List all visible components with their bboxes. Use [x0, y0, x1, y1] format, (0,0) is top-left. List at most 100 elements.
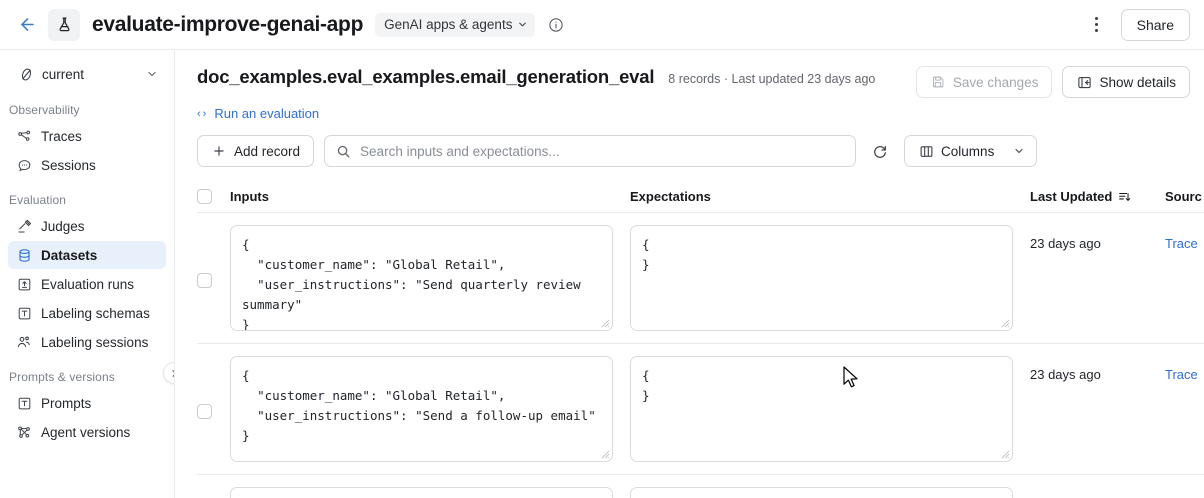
labeling-schemas-icon: [16, 305, 32, 321]
main-content: doc_examples.eval_examples.email_generat…: [175, 50, 1204, 498]
row-last-updated-cell: 23 days ago: [1030, 356, 1165, 382]
agent-versions-icon: [16, 424, 32, 440]
show-details-label: Show details: [1099, 75, 1176, 90]
sidebar-item-label: Traces: [41, 129, 82, 144]
sidebar-item-labeling-sessions[interactable]: Labeling sessions: [8, 328, 166, 356]
database-icon: [16, 247, 32, 263]
more-vertical-icon-dot: [1095, 23, 1098, 26]
arrow-left-icon: [18, 15, 37, 34]
column-header-inputs[interactable]: Inputs: [230, 189, 630, 204]
expectations-textarea[interactable]: { }: [630, 356, 1013, 462]
row-source-cell: Trace: [1165, 225, 1204, 251]
sidebar-item-label: Datasets: [41, 248, 97, 263]
select-all-checkbox[interactable]: [197, 189, 212, 204]
refresh-button[interactable]: [866, 137, 894, 165]
gavel-icon: [16, 218, 32, 234]
source-trace-link[interactable]: Trace: [1165, 225, 1204, 251]
column-header-last-updated[interactable]: Last Updated: [1030, 189, 1165, 204]
table-toolbar: Add record Columns: [175, 121, 1204, 167]
sidebar-item-judges[interactable]: Judges: [8, 212, 166, 240]
run-an-evaluation-link[interactable]: ‹› Run an evaluation: [197, 106, 319, 121]
inputs-textarea[interactable]: { "customer_name": "Global Retail", "use…: [230, 356, 613, 462]
resize-grip-icon[interactable]: [601, 450, 610, 459]
save-icon: [930, 74, 946, 90]
dataset-header-actions: Save changes Show details: [916, 66, 1204, 98]
app-flask-badge[interactable]: [48, 9, 80, 41]
plus-icon: [211, 143, 227, 159]
dataset-meta: 8 records · Last updated 23 days ago: [668, 72, 875, 86]
resize-grip-icon[interactable]: [1001, 450, 1010, 459]
more-vertical-icon-dot: [1095, 17, 1098, 20]
row-checkbox[interactable]: [197, 404, 212, 419]
row-expectations-cell: { }: [630, 356, 1030, 462]
back-button[interactable]: [10, 8, 44, 42]
sidebar-item-sessions[interactable]: Sessions: [8, 151, 166, 179]
show-details-button[interactable]: Show details: [1062, 66, 1190, 98]
sidebar-item-datasets[interactable]: Datasets: [8, 241, 166, 269]
labeling-sessions-icon: [16, 334, 32, 350]
sessions-icon: [16, 157, 32, 173]
dataset-header-row: doc_examples.eval_examples.email_generat…: [197, 66, 1204, 98]
chevron-right-icon: [169, 368, 176, 379]
sidebar-item-agent-versions[interactable]: Agent versions: [8, 418, 166, 446]
resize-grip-icon[interactable]: [1001, 319, 1010, 328]
scope-label: GenAI apps & agents: [384, 17, 512, 32]
columns-button[interactable]: Columns: [904, 135, 1037, 167]
info-circle-icon: [548, 17, 564, 33]
page-title: evaluate-improve-genai-app: [92, 13, 363, 37]
last-updated-value: 23 days ago: [1030, 225, 1101, 251]
columns-icon: [918, 143, 934, 159]
nav-group-title-evaluation: Evaluation: [0, 193, 174, 207]
code-brackets-icon: ‹›: [197, 108, 208, 120]
inputs-textarea[interactable]: [230, 487, 613, 498]
info-button[interactable]: [548, 17, 564, 33]
column-header-source[interactable]: Sourc: [1165, 189, 1204, 204]
sidebar-item-label: Sessions: [41, 158, 96, 173]
sidebar-item-label: Agent versions: [41, 425, 130, 440]
row-checkbox[interactable]: [197, 273, 212, 288]
top-bar: evaluate-improve-genai-app GenAI apps & …: [0, 0, 1204, 50]
resize-grip-icon[interactable]: [601, 319, 610, 328]
row-source-cell: [1165, 487, 1204, 498]
dataset-header: doc_examples.eval_examples.email_generat…: [175, 50, 1204, 121]
sidebar-item-label: Prompts: [41, 396, 91, 411]
more-options-button[interactable]: [1083, 10, 1111, 40]
row-select-cell: [197, 356, 230, 419]
sort-descending-icon: [1118, 190, 1131, 203]
share-button[interactable]: Share: [1121, 9, 1190, 41]
row-select-cell: [197, 225, 230, 288]
slash-circle-icon: [18, 66, 34, 82]
row-expectations-cell: { }: [630, 225, 1030, 331]
sidebar-item-label: Labeling schemas: [41, 306, 150, 321]
dataset-title: doc_examples.eval_examples.email_generat…: [197, 66, 654, 88]
columns-label: Columns: [941, 144, 994, 159]
last-updated-value: 23 days ago: [1030, 356, 1101, 382]
sidebar-item-evaluation-runs[interactable]: Evaluation runs: [8, 270, 166, 298]
workspace-selector[interactable]: current: [10, 59, 164, 89]
row-inputs-cell: { "customer_name": "Global Retail", "use…: [230, 225, 630, 331]
expectations-textarea[interactable]: [630, 487, 1013, 498]
prompts-icon: [16, 395, 32, 411]
table-row: { "customer_name": "Global Retail", "use…: [197, 344, 1204, 475]
inputs-textarea[interactable]: { "customer_name": "Global Retail", "use…: [230, 225, 613, 331]
sidebar: current Observability Traces Sessions Ev…: [0, 50, 175, 498]
search-field[interactable]: [324, 135, 856, 167]
save-changes-button[interactable]: Save changes: [916, 66, 1053, 98]
expectations-textarea[interactable]: { }: [630, 225, 1013, 331]
search-input[interactable]: [360, 144, 845, 159]
nav-group-title-observability: Observability: [0, 103, 174, 117]
nav-group-title-prompts: Prompts & versions: [0, 370, 174, 384]
sidebar-item-labeling-schemas[interactable]: Labeling schemas: [8, 299, 166, 327]
sidebar-item-prompts[interactable]: Prompts: [8, 389, 166, 417]
add-record-label: Add record: [234, 144, 300, 159]
source-trace-link[interactable]: [1165, 487, 1204, 498]
panel-collapse-icon: [1076, 74, 1092, 90]
column-header-expectations[interactable]: Expectations: [630, 189, 1030, 204]
scope-selector[interactable]: GenAI apps & agents: [375, 13, 535, 37]
source-trace-link[interactable]: Trace: [1165, 356, 1204, 382]
table-header-row: Inputs Expectations Last Updated Sourc: [197, 181, 1204, 213]
save-changes-label: Save changes: [953, 75, 1039, 90]
body: current Observability Traces Sessions Ev…: [0, 50, 1204, 498]
sidebar-item-traces[interactable]: Traces: [8, 122, 166, 150]
add-record-button[interactable]: Add record: [197, 135, 314, 167]
